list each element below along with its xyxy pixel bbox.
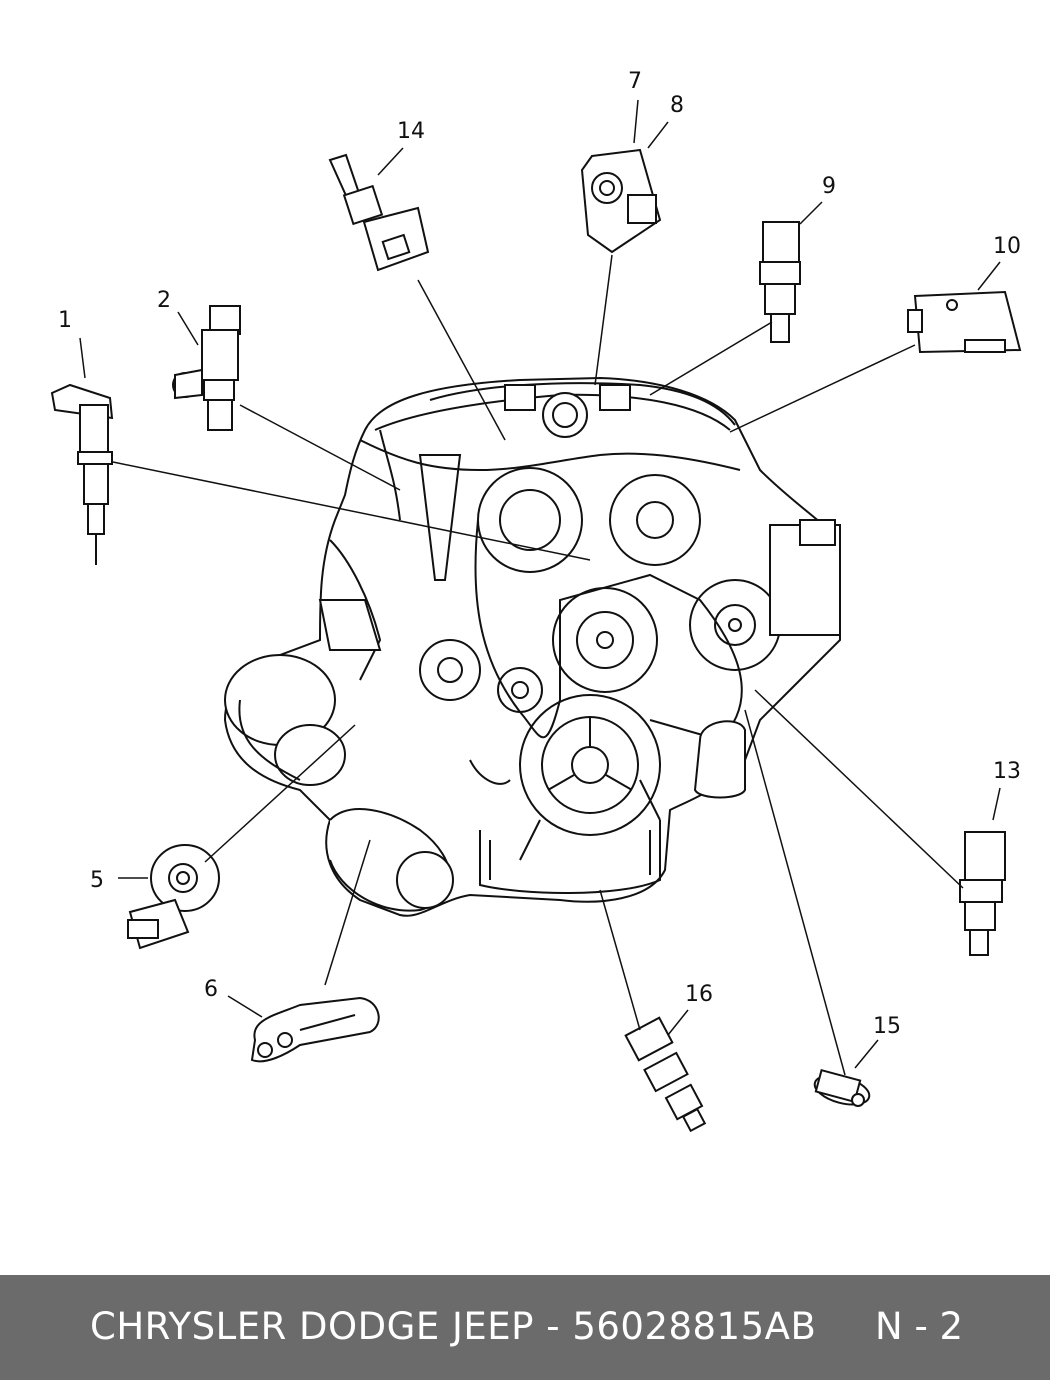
pressure-switch-part [813,1068,871,1107]
callout-10: 10 [993,234,1021,259]
ignition-coil-part [50,383,114,565]
camshaft-position-sensor-part [172,305,241,431]
part-number-title: CHRYSLER DODGE JEEP - 56028815AB [90,1305,817,1348]
callout-9: 9 [822,174,836,199]
engine-parts-diagram: 1 2 5 6 7 8 9 10 13 14 15 16 [50,69,1022,1133]
callout-2: 2 [157,288,171,313]
sensor-bracket-part [250,996,380,1063]
callout-labels: 1 2 5 6 7 8 9 10 13 14 15 16 [58,69,1021,1039]
intake-air-temperature-sensor-part [328,153,430,272]
callout-7: 7 [628,69,642,94]
footer-bar: CHRYSLER DODGE JEEP - 56028815AB N - 2 [0,1275,1050,1380]
callout-13: 13 [993,759,1021,784]
throttle-position-sensor-part [580,148,662,254]
leader-lines [79,99,1001,1076]
engine-illustration [223,376,841,917]
callout-15: 15 [873,1014,901,1039]
callout-6: 6 [204,977,218,1002]
oxygen-sensor-part [624,1016,707,1133]
callout-14: 14 [397,119,425,144]
map-sensor-part [907,290,1022,354]
page-number: N - 2 [875,1305,964,1348]
callout-5: 5 [90,868,104,893]
knock-sensor-part [127,844,220,950]
oil-pressure-sensor-part [959,831,1006,956]
callout-1: 1 [58,308,72,333]
callout-8: 8 [670,93,684,118]
coolant-temperature-sensor-part [759,221,801,343]
callout-16: 16 [685,982,713,1007]
